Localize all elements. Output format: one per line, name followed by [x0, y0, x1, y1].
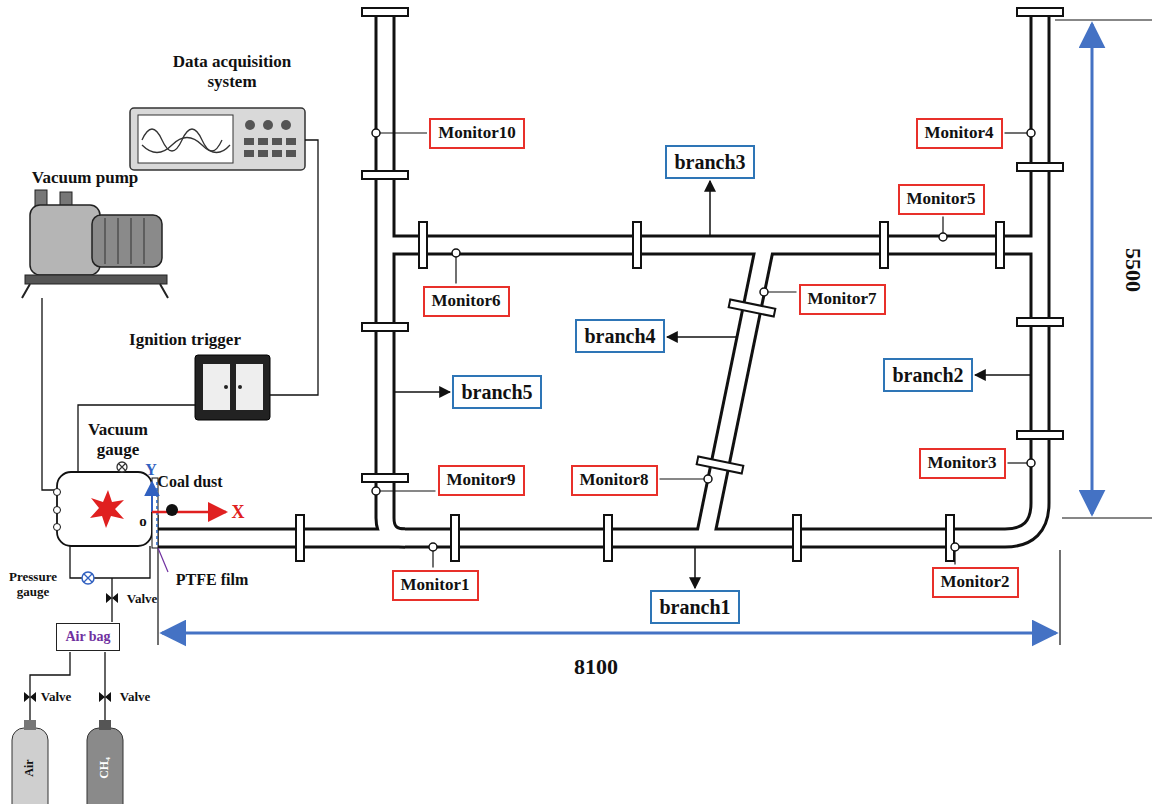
device-label: Data acquisition system — [157, 52, 307, 91]
cylinder-label: CH₄ — [98, 757, 112, 779]
monitor-label: Monitor9 — [438, 465, 525, 496]
pipe-flange — [946, 515, 954, 561]
monitor-label: Monitor1 — [392, 570, 479, 601]
device-label: Vacuum pump — [32, 168, 139, 188]
monitor-label: Monitor10 — [429, 118, 525, 149]
leader-line — [660, 478, 709, 479]
branch-label: branch2 — [883, 358, 973, 392]
pipe-flange — [1017, 163, 1063, 171]
pipe-flange — [880, 222, 888, 268]
monitor-point — [372, 129, 380, 137]
monitor-point — [704, 475, 712, 483]
leader-line — [376, 490, 436, 491]
pipe-flange — [996, 222, 1004, 268]
node-text: Monitor7 — [808, 290, 877, 309]
dimension: 5500 — [1120, 248, 1145, 292]
branch-label: branch5 — [452, 375, 542, 409]
monitor-label: Monitor5 — [898, 184, 985, 215]
branch-pointer — [394, 391, 450, 393]
monitor-point — [1027, 459, 1035, 467]
part-label: Coal dust — [157, 473, 222, 491]
branch-pointer — [709, 181, 711, 236]
pipe-flange — [793, 515, 801, 561]
node-text: Monitor4 — [925, 124, 994, 143]
monitor-point — [372, 487, 380, 495]
pipe-flange — [633, 222, 641, 268]
pipe-flange — [451, 515, 459, 561]
monitor-point — [951, 543, 959, 551]
node-text: Air bag — [65, 629, 110, 644]
branch-label: branch1 — [650, 590, 740, 624]
node-text: Monitor5 — [907, 190, 976, 209]
pipe-flange — [296, 515, 304, 561]
part-label: Pressure gauge — [2, 570, 64, 600]
node-text: Monitor8 — [580, 471, 649, 490]
monitor-label: Monitor6 — [423, 286, 510, 317]
node-text: branch5 — [461, 381, 532, 403]
branch-label: branch4 — [575, 319, 665, 353]
dimension: 8100 — [574, 654, 618, 679]
node-text: Monitor6 — [432, 292, 501, 311]
pipe-flange — [362, 474, 408, 482]
monitor-label: Monitor4 — [916, 118, 1003, 149]
pipe-flange — [362, 171, 408, 179]
node-text: Monitor2 — [941, 573, 1010, 592]
cylinder-label: Air — [23, 759, 37, 776]
node-text: Monitor3 — [928, 454, 997, 473]
device-label: Ignition trigger — [129, 330, 241, 350]
part-label: PTFE film — [176, 571, 248, 589]
node-text: Monitor1 — [401, 576, 470, 595]
leader-line — [376, 132, 427, 133]
pipe-flange — [1017, 8, 1063, 16]
node-text: Monitor9 — [447, 471, 516, 490]
branch-pointer — [975, 374, 1031, 376]
pipe-flange — [697, 456, 744, 473]
node-text: branch3 — [674, 151, 745, 173]
monitor-label: Monitor3 — [919, 448, 1006, 479]
valve-label: Valve — [41, 690, 72, 705]
monitor-label: Monitor8 — [571, 465, 658, 496]
axis-label: Y — [145, 461, 157, 479]
valve-label: Valve — [120, 690, 151, 705]
monitor-point — [760, 288, 768, 296]
node-text: branch1 — [659, 596, 730, 618]
monitor-point — [452, 249, 460, 257]
node-text: branch4 — [584, 325, 655, 347]
pipe-flange — [362, 8, 408, 16]
pipe-flange — [419, 222, 427, 268]
device-label: Vacuum gauge — [82, 420, 154, 459]
monitor-label: Monitor7 — [799, 284, 886, 315]
axis-label: X — [232, 502, 245, 523]
monitor-point — [939, 233, 947, 241]
monitor-label: Monitor2 — [932, 567, 1019, 598]
valve-label: Valve — [127, 592, 158, 607]
pipe-flange — [729, 299, 776, 316]
pipe-flange — [362, 323, 408, 331]
branch-label: branch3 — [665, 145, 755, 179]
air-bag-box: Air bag — [56, 623, 120, 651]
pipe-flange — [604, 515, 612, 561]
node-text: Monitor10 — [438, 124, 515, 143]
pipe-flange — [1017, 318, 1063, 326]
leader-line — [764, 291, 797, 292]
origin-label: o — [139, 513, 147, 530]
monitor-point — [429, 543, 437, 551]
pipe-flange — [1017, 431, 1063, 439]
node-text: branch2 — [892, 364, 963, 386]
monitor-point — [1027, 129, 1035, 137]
branch-pointer — [667, 336, 737, 338]
branch-pointer — [694, 548, 696, 588]
